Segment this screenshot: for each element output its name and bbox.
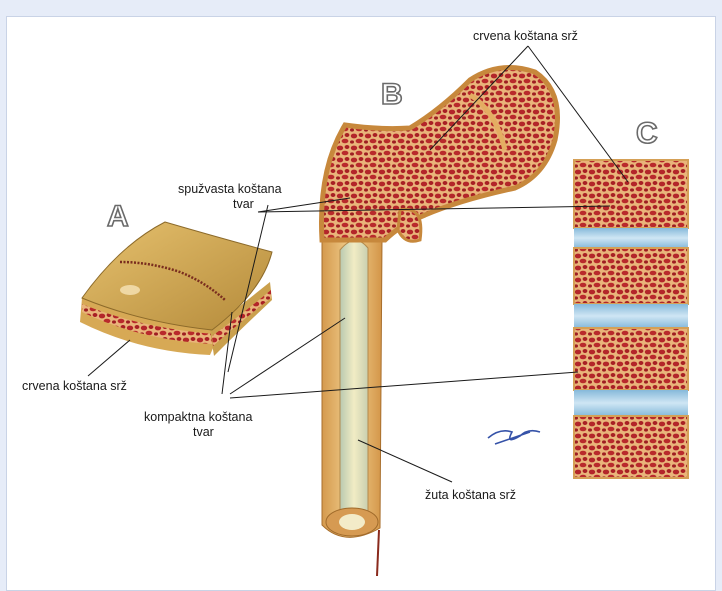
panel-label-c: C bbox=[636, 117, 659, 151]
flat-bone-sample bbox=[80, 222, 272, 356]
label-yellow-marrow: žuta koštana srž bbox=[425, 488, 516, 502]
label-red-marrow-left: crvena koštana srž bbox=[22, 379, 127, 393]
label-compact-line1: kompaktna koštana bbox=[144, 410, 252, 424]
label-compact-line2: tvar bbox=[193, 425, 214, 439]
label-red-marrow-top: crvena koštana srž bbox=[473, 29, 578, 43]
artist-signature bbox=[488, 431, 540, 444]
label-spongy-line1: spužvasta koštana bbox=[178, 182, 282, 196]
panel-label-b: B bbox=[381, 78, 404, 112]
vertebral-section bbox=[574, 160, 688, 478]
panel-label-a: A bbox=[107, 200, 130, 234]
label-spongy-line2: tvar bbox=[233, 197, 254, 211]
